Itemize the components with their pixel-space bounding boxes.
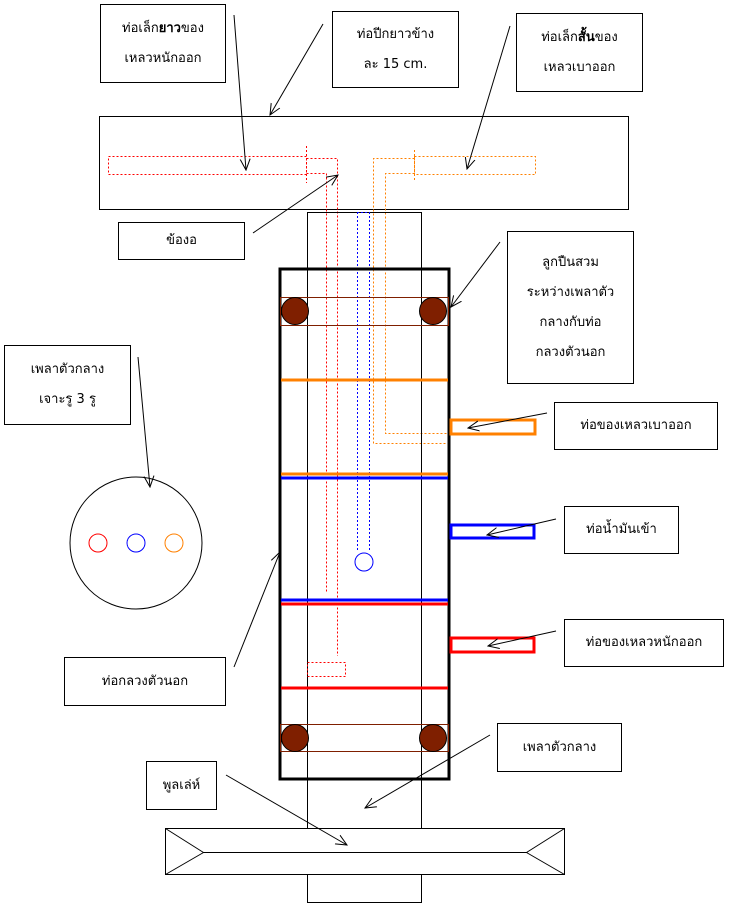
bearing-top: [280, 297, 449, 326]
bearing-bottom: [280, 724, 449, 752]
arrow-elbow: [252, 175, 338, 234]
label-shaft-holes: เพลาตัวกลาง เจาะรู 3 รู: [4, 345, 131, 425]
label-oil-inlet: ท่อน้ำมันเข้า: [564, 506, 679, 554]
arrow-wing-pipe: [270, 23, 324, 115]
label-heavy-outlet: ท่อของเหลวหนักออก: [564, 619, 724, 667]
heavy-pipe-bottom: [307, 662, 346, 677]
oil-inlet-inner-pipe: [357, 212, 370, 552]
pulley: [165, 828, 565, 875]
short-light-pipe: [373, 150, 536, 444]
center-shaft: [307, 212, 422, 903]
cross-section-hole-oil: [126, 533, 146, 553]
arrow-center-shaft: [365, 734, 491, 808]
arrow-oil-inlet: [487, 518, 557, 535]
label-bearing: ลูกปืนสวม ระหว่างเพลาตัว กลางกับท่อ กลวง…: [507, 231, 634, 384]
label-pulley: พูลเล่ห์: [146, 761, 217, 810]
shaft-cross-section: [69, 476, 203, 610]
arrow-bearing: [451, 241, 501, 307]
arrow-light-outlet: [468, 412, 548, 428]
label-light-outlet: ท่อของเหลวเบาออก: [554, 402, 718, 450]
outer-hollow-pipe: [278, 267, 451, 781]
leader-arrows: [137, 14, 557, 845]
arrow-heavy-outlet: [488, 630, 557, 646]
label-center-shaft: เพลาตัวกลาง: [497, 723, 622, 772]
wing-housing: [99, 116, 629, 210]
label-outer-hollow-pipe: ท่อกลวงตัวนอก: [64, 657, 226, 706]
arrow-short-pipe: [467, 25, 511, 169]
arrow-shaft-holes: [137, 356, 150, 487]
arrow-pulley: [225, 774, 347, 845]
cross-section-hole-heavy: [88, 533, 108, 553]
oil-inlet-hole: [354, 552, 374, 572]
long-heavy-pipe: [108, 146, 338, 656]
arrow-outer-pipe: [233, 552, 280, 668]
label-wing-pipe: ท่อปีกยาวข้าง ละ 15 cm.: [332, 11, 459, 88]
arrow-long-pipe: [233, 14, 246, 170]
cross-section-hole-light: [164, 533, 184, 553]
light-outlet-pipe: [449, 418, 537, 436]
label-long-small-pipe: ท่อเล็กยาวของ เหลวหนักออก: [100, 4, 226, 83]
label-short-small-pipe: ท่อเล็กสั้นของ เหลวเบาออก: [516, 13, 643, 92]
label-elbow: ข้องอ: [118, 222, 245, 260]
